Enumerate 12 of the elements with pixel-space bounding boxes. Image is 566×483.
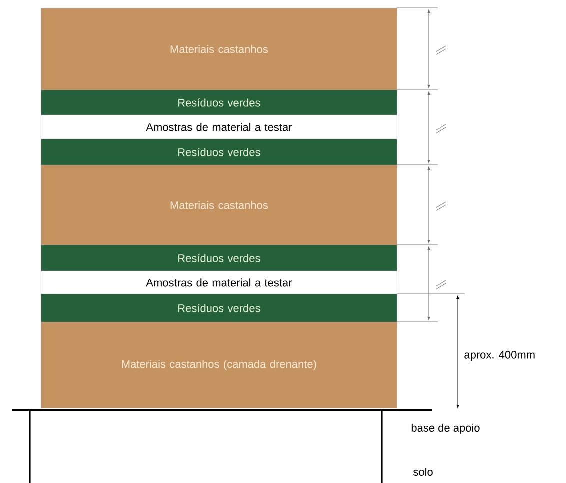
- layer-band: Amostras de material a testar: [41, 271, 398, 294]
- base-label: base de apoio: [412, 424, 480, 434]
- dimension-label: aprox. 400mm: [464, 351, 535, 361]
- layer-band: Materiais castanhos: [41, 165, 398, 246]
- layer-band: Resíduos verdes: [41, 294, 398, 322]
- layer-band: Amostras de material a testar: [41, 115, 398, 140]
- layer-band: Resíduos verdes: [41, 139, 398, 166]
- layer-band: Resíduos verdes: [41, 90, 398, 116]
- layer-band: Materiais castanhos (camada drenante): [41, 322, 398, 408]
- layer-band: Resíduos verdes: [41, 245, 398, 272]
- layer-band: Materiais castanhos: [41, 8, 398, 90]
- soil-label: solo: [414, 468, 433, 476]
